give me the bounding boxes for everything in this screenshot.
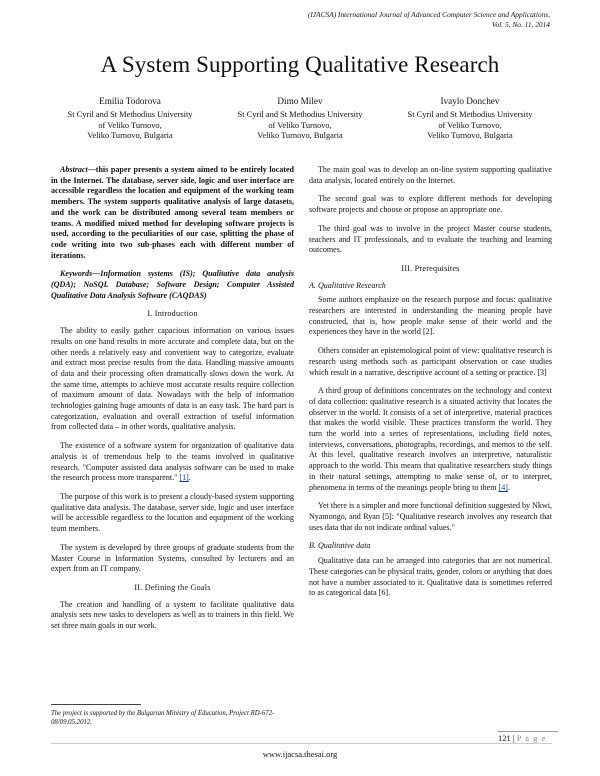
citation-link[interactable]: [1]	[179, 473, 189, 483]
section-heading-goals: II. Defining the Goals	[134, 582, 211, 592]
author-block: Emilia Todorova St Cyril and St Methodiu…	[50, 96, 550, 142]
page-label: P a g e	[516, 733, 547, 743]
author-3: Ivaylo Donchev St Cyril and St Methodius…	[390, 96, 550, 142]
author-affiliation: of Veliko Turnovo,	[98, 120, 162, 130]
section-heading-introduction: I. Introduction	[147, 309, 198, 319]
paragraph: The ability to easily gather capacious i…	[51, 326, 294, 432]
author-affiliation: St Cyril and St Methodius University	[67, 109, 193, 119]
journal-volume: Vol. 5, No. 11, 2014	[491, 19, 550, 29]
footer-url[interactable]: www.ijacsa.thesai.org	[262, 749, 338, 759]
page-number: 121	[498, 733, 511, 743]
paragraph-text: The existence of a software system for o…	[51, 441, 294, 483]
author-2: Dimo Milev St Cyril and St Methodius Uni…	[220, 96, 380, 142]
abstract: Abstract—this paper presents a system ai…	[51, 165, 294, 261]
paragraph: Qualitative data can be arranged into ca…	[309, 556, 552, 598]
paragraph: A third group of definitions concentrate…	[309, 386, 552, 492]
paragraph: Yet there is a simpler and more function…	[309, 501, 552, 532]
section-heading-prerequisites: III. Prerequisites	[401, 263, 460, 273]
paragraph: The main goal was to develop an on-line …	[309, 165, 552, 185]
author-affiliation: Veliko Turnovo, Bulgaria	[427, 131, 513, 141]
paragraph: Some authors emphasize on the research p…	[309, 295, 552, 337]
paragraph-text: A third group of definitions concentrate…	[309, 386, 552, 492]
journal-header: (IJACSA) International Journal of Advanc…	[250, 10, 550, 29]
paper-title: A System Supporting Qualitative Research	[100, 52, 500, 77]
paragraph: The existence of a software system for o…	[51, 441, 294, 483]
author-affiliation: Veliko Turnovo, Bulgaria	[257, 131, 343, 141]
journal-name: (IJACSA) International Journal of Advanc…	[307, 10, 550, 19]
author-name: Emilia Todorova	[99, 96, 161, 106]
paragraph: The system is developed by three groups …	[51, 542, 294, 574]
citation-link[interactable]: [4]	[498, 482, 508, 492]
footnote: The project is supported by the Bulgaria…	[51, 710, 275, 726]
author-1: Emilia Todorova St Cyril and St Methodiu…	[50, 96, 210, 142]
subsection-heading: A. Qualitative Research	[309, 280, 386, 290]
author-affiliation: of Veliko Turnovo,	[438, 120, 502, 130]
abstract-text: this paper presents a system aimed to be…	[51, 165, 294, 260]
citation: [2]	[422, 327, 433, 337]
page-separator: |	[510, 733, 517, 743]
paragraph-text: Some authors emphasize on the research p…	[309, 295, 552, 337]
author-affiliation: St Cyril and St Methodius University	[237, 109, 363, 119]
author-name: Ivaylo Donchev	[440, 96, 500, 106]
page-number-bar: 121 | P a g e	[498, 731, 558, 743]
footnote-rule	[51, 704, 141, 705]
author-affiliation: Veliko Turnovo, Bulgaria	[87, 131, 173, 141]
author-affiliation: of Veliko Turnovo,	[268, 120, 332, 130]
paragraph: Others consider an epistemological point…	[309, 346, 552, 377]
right-column: The main goal was to develop an on-line …	[309, 165, 552, 607]
paragraph: The third goal was to involve in the pro…	[309, 223, 552, 255]
author-affiliation: St Cyril and St Methodius University	[407, 109, 533, 119]
abstract-lead: Abstract—	[60, 165, 96, 174]
footer-divider	[51, 743, 552, 744]
left-column: Abstract—this paper presents a system ai…	[51, 165, 294, 640]
paragraph: The creation and handling of a system to…	[51, 599, 294, 631]
keywords: Keywords—Information systems (IS); Quali…	[51, 269, 294, 300]
author-name: Dimo Milev	[277, 96, 323, 106]
paragraph: The purpose of this work is to present a…	[51, 491, 294, 534]
paragraph: The second goal was to explore different…	[309, 194, 552, 215]
subsection-heading: B. Qualitative data	[309, 541, 371, 551]
